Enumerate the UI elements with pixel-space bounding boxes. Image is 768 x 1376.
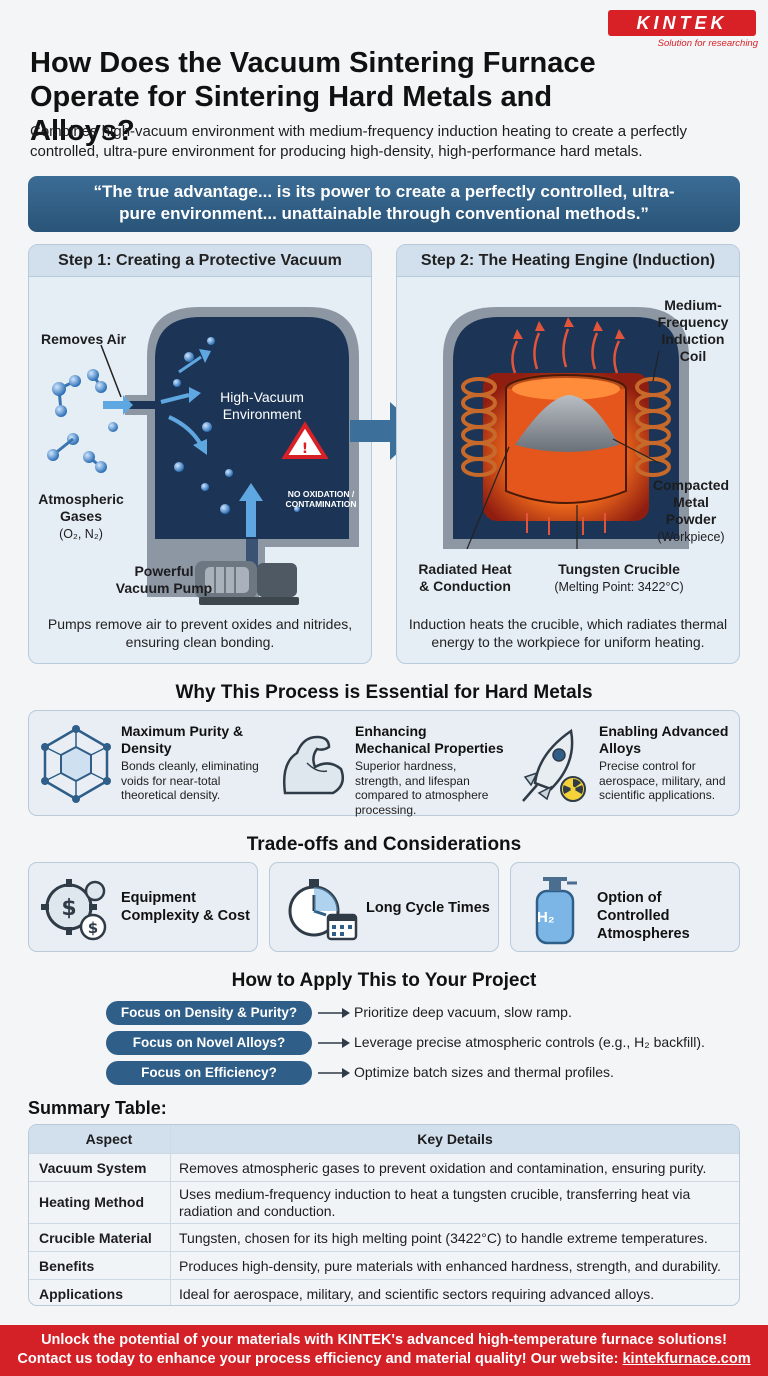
table-cell-details: Tungsten, chosen for its high melting po… bbox=[179, 1230, 708, 1246]
arrow-right-icon bbox=[318, 1008, 350, 1018]
tradeoff-cost: $ $ Equipment Complexity & Cost bbox=[28, 862, 258, 952]
footer-banner: Unlock the potential of your materials w… bbox=[0, 1325, 768, 1376]
induction-furnace-illustration bbox=[443, 307, 689, 550]
table-cell-aspect: Applications bbox=[39, 1286, 124, 1302]
focus-pill: Focus on Efficiency? bbox=[106, 1061, 312, 1085]
header-key-details: Key Details bbox=[417, 1131, 493, 1147]
atmospheric-gases-label: Atmospheric Gases (O₂, N₂) bbox=[38, 491, 124, 541]
gas-cylinder-icon bbox=[535, 877, 577, 945]
table-row: Crucible Material Tungsten, chosen for i… bbox=[29, 1223, 739, 1251]
vacuum-pump-icon bbox=[195, 561, 299, 605]
website-link[interactable]: kintekfurnace.com bbox=[622, 1351, 751, 1367]
apply-advice: Leverage precise atmospheric controls (e… bbox=[354, 1034, 705, 1050]
benefit-mechanical-heading: Enhancing Mechanical Properties bbox=[355, 723, 504, 756]
tradeoff-cost-label: Equipment Complexity & Cost bbox=[121, 890, 250, 924]
table-cell-details: Removes atmospheric gases to prevent oxi… bbox=[179, 1160, 707, 1176]
table-cell-aspect: Heating Method bbox=[39, 1194, 144, 1210]
metal-powder-label: Compacted Metal Powder (Workpiece) bbox=[652, 477, 730, 544]
crystal-lattice-icon bbox=[41, 725, 111, 803]
induction-coil-label: Medium- Frequency Induction Coil bbox=[657, 297, 729, 364]
cylinder-label: H₂ bbox=[537, 909, 555, 926]
table-cell-aspect: Vacuum System bbox=[39, 1160, 147, 1176]
quote-banner: “The true advantage... is its power to c… bbox=[28, 176, 740, 232]
header-aspect: Aspect bbox=[85, 1131, 133, 1147]
focus-pill: Focus on Novel Alloys? bbox=[106, 1031, 312, 1055]
benefit-purity-text: Bonds cleanly, eliminating voids for nea… bbox=[121, 759, 259, 802]
step1-panel: Step 1: Creating a Protective Vacuum bbox=[28, 244, 372, 664]
benefit-mechanical: Enhancing Mechanical Properties Superior… bbox=[269, 711, 507, 817]
benefit-purity: Maximum Purity & Density Bonds cleanly, … bbox=[29, 711, 269, 817]
radiated-heat-label: Radiated Heat & Conduction bbox=[418, 561, 512, 594]
table-row: Benefits Produces high-density, pure mat… bbox=[29, 1251, 739, 1279]
tradeoff-atmosphere-label: Option of Controlled Atmospheres bbox=[597, 890, 690, 942]
table-cell-aspect: Crucible Material bbox=[39, 1230, 152, 1246]
brand-tagline: Solution for researching bbox=[657, 38, 758, 49]
tradeoff-cycle: Long Cycle Times bbox=[269, 862, 499, 952]
flexed-arm-icon bbox=[283, 735, 344, 795]
page-subtitle: Combines high-vacuum environment with me… bbox=[30, 123, 688, 160]
gear-dollar-icon: $ $ bbox=[41, 879, 107, 941]
table-cell-details: Produces high-density, pure materials wi… bbox=[179, 1258, 721, 1274]
removes-air-label: Removes Air bbox=[41, 331, 127, 347]
tungsten-crucible-label: Tungsten Crucible (Melting Point: 3422°C… bbox=[554, 561, 684, 594]
benefit-purity-heading: Maximum Purity & Density bbox=[121, 723, 244, 756]
svg-text:$: $ bbox=[61, 896, 76, 921]
step1-caption: Pumps remove air to prevent oxides and n… bbox=[47, 616, 353, 650]
warning-label: NO OXIDATION / CONTAMINATION bbox=[285, 489, 357, 509]
page-title: How Does the Vacuum Sintering Furnace Op… bbox=[30, 47, 596, 147]
benefit-alloys-text: Precise control for aerospace, military,… bbox=[599, 759, 726, 802]
essential-section-title: Why This Process is Essential for Hard M… bbox=[175, 682, 593, 703]
step1-title: Step 1: Creating a Protective Vacuum bbox=[29, 245, 371, 277]
vacuum-environment-label: High-Vacuum Environment bbox=[220, 389, 304, 422]
table-header: Aspect Key Details bbox=[29, 1125, 739, 1153]
brand-name: KINTEK bbox=[608, 10, 756, 36]
vacuum-chamber-illustration: ! bbox=[47, 307, 359, 605]
summary-table: Aspect Key Details Vacuum System Removes… bbox=[28, 1124, 740, 1306]
table-cell-details: Uses medium-frequency induction to heat … bbox=[179, 1186, 691, 1219]
tradeoff-atmosphere: H₂ Option of Controlled Atmospheres bbox=[510, 862, 740, 952]
summary-title: Summary Table: bbox=[28, 1098, 167, 1118]
table-cell-details: Ideal for aerospace, military, and scien… bbox=[179, 1286, 655, 1302]
step2-caption: Induction heats the crucible, which radi… bbox=[408, 616, 728, 650]
apply-advice: Prioritize deep vacuum, slow ramp. bbox=[354, 1004, 572, 1020]
tradeoffs-section-title: Trade-offs and Considerations bbox=[246, 834, 522, 855]
footer-line2: Contact us today to enhance your process… bbox=[0, 1350, 768, 1369]
table-row: Heating Method Uses medium-frequency ind… bbox=[29, 1181, 739, 1223]
warning-icon bbox=[281, 421, 329, 459]
svg-text:$: $ bbox=[88, 919, 98, 937]
brand-logo: KINTEK Solution for researching bbox=[608, 10, 758, 54]
footer-line2-text: Contact us today to enhance your process… bbox=[17, 1351, 619, 1367]
rocket-icon bbox=[522, 728, 586, 802]
tradeoff-cycle-label: Long Cycle Times bbox=[366, 900, 490, 916]
svg-text:!: ! bbox=[302, 441, 308, 457]
arrow-right-icon bbox=[318, 1068, 350, 1078]
vacuum-pump-label: Powerful Vacuum Pump bbox=[115, 563, 213, 596]
table-cell-aspect: Benefits bbox=[39, 1258, 95, 1274]
focus-pill: Focus on Density & Purity? bbox=[106, 1001, 312, 1025]
footer-line1: Unlock the potential of your materials w… bbox=[41, 1332, 727, 1348]
essential-benefits-box: Maximum Purity & Density Bonds cleanly, … bbox=[28, 710, 741, 817]
benefit-alloys: Enabling Advanced Alloys Precise control… bbox=[507, 711, 741, 817]
step2-panel: Step 2: The Heating Engine (Induction) bbox=[396, 244, 740, 664]
table-row: Vacuum System Removes atmospheric gases … bbox=[29, 1153, 739, 1181]
apply-advice: Optimize batch sizes and thermal profile… bbox=[354, 1064, 614, 1080]
table-row: Applications Ideal for aerospace, milita… bbox=[29, 1279, 739, 1305]
benefit-alloys-heading: Enabling Advanced Alloys bbox=[599, 723, 729, 756]
arrow-right-icon bbox=[318, 1038, 350, 1048]
gas-molecules-icon bbox=[47, 369, 118, 473]
table-divider bbox=[170, 1125, 171, 1305]
apply-section-title: How to Apply This to Your Project bbox=[231, 970, 537, 991]
benefit-mechanical-text: Superior hardness, strength, and lifespa… bbox=[355, 759, 489, 817]
step2-title: Step 2: The Heating Engine (Induction) bbox=[397, 245, 739, 277]
stopwatch-icon bbox=[288, 879, 358, 941]
